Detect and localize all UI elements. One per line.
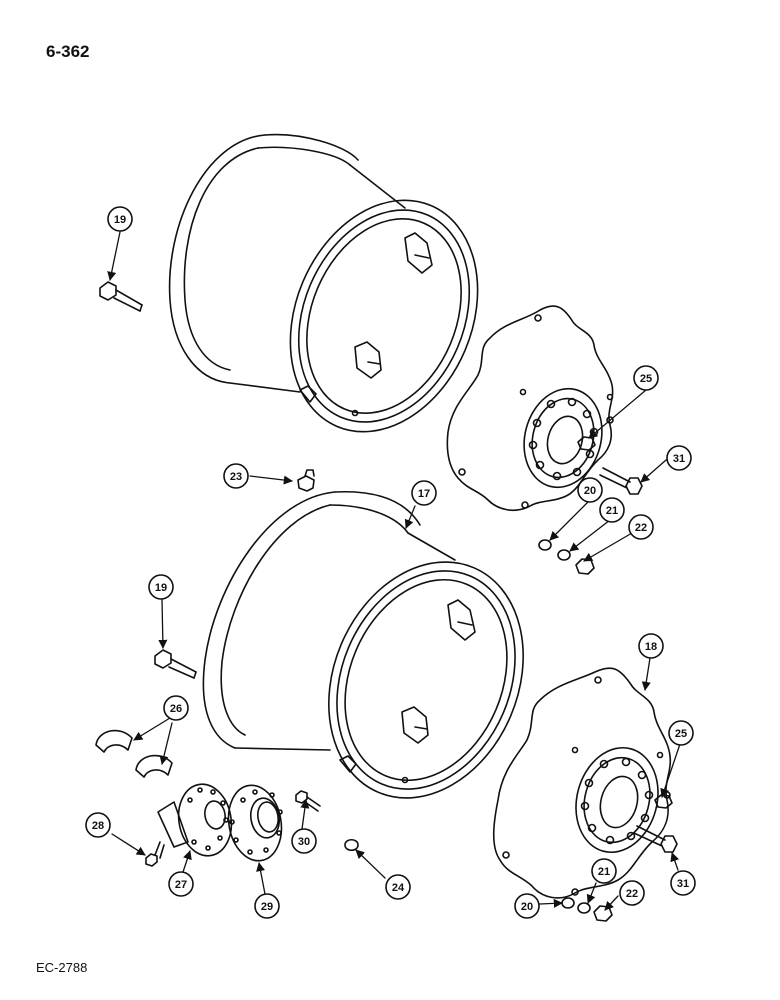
svg-text:20: 20 — [521, 901, 533, 913]
nut-22-lower — [593, 905, 613, 922]
callout-20-lower: 20 — [514, 893, 540, 919]
svg-text:31: 31 — [677, 878, 689, 890]
callout-21-upper: 21 — [599, 497, 625, 523]
svg-text:23: 23 — [230, 471, 242, 483]
callout-19-upper: 19 — [107, 206, 133, 232]
callout-24: 24 — [385, 874, 411, 900]
svg-text:28: 28 — [92, 820, 104, 832]
callout-27: 27 — [168, 871, 194, 897]
bolt-19-lower — [154, 649, 197, 679]
stud-31-lower — [633, 825, 678, 853]
callout-25-lower: 25 — [668, 720, 694, 746]
callout-18: 18 — [638, 633, 664, 659]
svg-text:25: 25 — [675, 728, 687, 740]
callout-21-lower: 21 — [591, 858, 617, 884]
callout-29: 29 — [254, 893, 280, 919]
svg-text:22: 22 — [635, 522, 647, 534]
bolt-28 — [145, 841, 165, 867]
weight-26-upper — [95, 729, 133, 753]
hub-27 — [157, 783, 233, 857]
svg-text:21: 21 — [598, 866, 610, 878]
callouts: 19 17 19 23 25 31 — [85, 206, 696, 919]
callout-17: 17 — [411, 480, 437, 506]
figure-code: EC-2788 — [36, 960, 88, 975]
valve-23 — [297, 469, 315, 492]
svg-text:19: 19 — [114, 214, 126, 226]
callout-31-lower: 31 — [670, 870, 696, 896]
svg-text:24: 24 — [392, 882, 405, 894]
callout-28: 28 — [85, 812, 111, 838]
weight-26-lower — [135, 754, 173, 778]
lockwasher-21-upper — [557, 549, 571, 561]
callout-31-upper: 31 — [666, 445, 692, 471]
svg-text:25: 25 — [640, 373, 652, 385]
svg-text:17: 17 — [418, 488, 430, 500]
stud-31-upper — [599, 467, 643, 495]
svg-text:31: 31 — [673, 453, 685, 465]
callout-26: 26 — [163, 695, 189, 721]
callout-20-upper: 20 — [577, 477, 603, 503]
svg-text:19: 19 — [155, 582, 167, 594]
upper-wheel-rim — [168, 133, 479, 433]
svg-text:26: 26 — [170, 703, 182, 715]
leader-lines — [107, 231, 681, 911]
bolt-30 — [295, 790, 321, 812]
nut-25-upper — [577, 436, 596, 451]
washer-20-upper — [538, 539, 552, 551]
svg-text:29: 29 — [261, 901, 273, 913]
callout-30: 30 — [291, 828, 317, 854]
lower-wheel-disc — [492, 667, 672, 899]
svg-text:27: 27 — [175, 879, 187, 891]
nut-22-upper — [575, 558, 595, 575]
callout-19-lower: 19 — [148, 574, 174, 600]
bolt-19-upper — [99, 281, 143, 312]
svg-text:21: 21 — [606, 505, 618, 517]
svg-text:30: 30 — [298, 836, 310, 848]
callout-22-upper: 22 — [628, 514, 654, 540]
callout-25-upper: 25 — [633, 365, 659, 391]
svg-text:22: 22 — [626, 888, 638, 900]
callout-23: 23 — [223, 463, 249, 489]
svg-text:18: 18 — [645, 641, 657, 653]
plug-24 — [344, 838, 359, 852]
adaptor-plate-29 — [227, 784, 283, 862]
callout-22-lower: 22 — [619, 880, 645, 906]
washer-20-lower — [561, 897, 575, 909]
lower-wheel-rim — [202, 490, 524, 799]
svg-text:20: 20 — [584, 485, 596, 497]
lockwasher-21-lower — [577, 902, 591, 914]
upper-wheel-disc — [446, 305, 614, 512]
page-code: 6-362 — [46, 42, 90, 61]
